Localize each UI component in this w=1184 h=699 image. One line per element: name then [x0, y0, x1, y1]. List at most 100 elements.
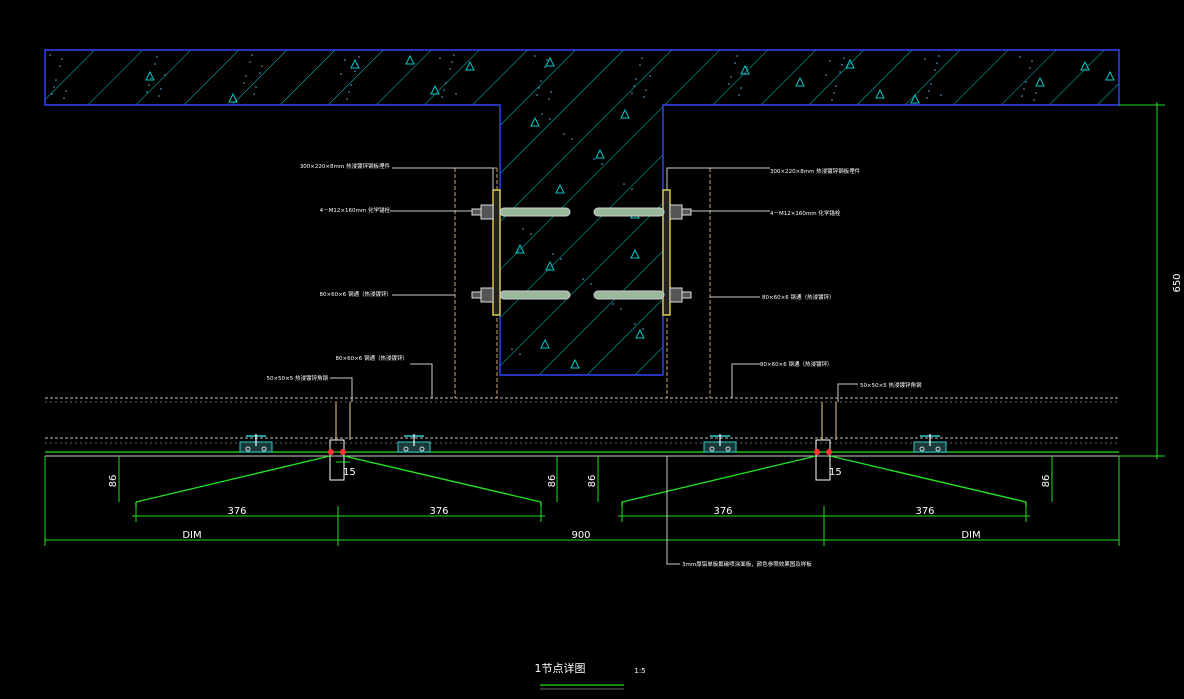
aggregate-dot	[541, 113, 543, 115]
dim-900: 900	[571, 530, 590, 541]
aggregate-dot	[536, 94, 538, 96]
dim-86-1: 86	[108, 475, 119, 488]
label-right-angle: 50×50×5 热浸镀锌角钢	[860, 381, 922, 389]
aggregate-dot	[560, 258, 562, 260]
dim-650: 650	[1172, 273, 1183, 292]
dim-376-1: 376	[227, 506, 246, 517]
aggregate-dot	[930, 83, 932, 85]
aggregate-dot	[730, 76, 732, 78]
aggregate-dot	[634, 323, 636, 325]
aggregate-dot	[49, 54, 51, 56]
aggregate-dot	[645, 89, 647, 91]
dim-right: DIM	[961, 530, 980, 541]
aggregate-dot	[249, 61, 251, 63]
aggregate-triangle	[570, 358, 580, 369]
aggregate-dot	[612, 303, 614, 305]
aggregate-dot	[635, 78, 637, 80]
aggregate-dot	[571, 138, 573, 140]
leader-lines	[330, 167, 858, 565]
aggregate-dot	[350, 84, 352, 86]
aggregate-dot	[158, 95, 160, 97]
aggregate-dot	[354, 70, 356, 72]
aggregate-dot	[445, 82, 447, 84]
aggregate-dot	[519, 353, 521, 355]
concrete-slab	[44, 49, 1120, 376]
aggregate-triangle	[845, 58, 855, 69]
aggregate-dot	[746, 66, 748, 68]
aggregate-dot	[544, 66, 546, 68]
aggregate-dot	[61, 58, 63, 60]
aggregate-dot	[156, 56, 158, 58]
aggregate-triangle	[530, 116, 540, 127]
aggregate-dot	[546, 59, 548, 61]
anchor-bolts	[471, 204, 692, 303]
aggregate-dot	[522, 228, 524, 230]
aggregate-dot	[356, 63, 358, 65]
aggregate-dot	[243, 82, 245, 84]
aggregate-dot	[441, 96, 443, 98]
aggregate-dot	[631, 92, 633, 94]
aggregate-dot	[154, 63, 156, 65]
horizontal-frame	[45, 397, 1119, 444]
aggregate-triangle	[405, 54, 415, 65]
dim-86-2: 86	[547, 475, 558, 488]
label-bottom-note: 3mm厚铝单板氟碳喷涂面板，颜色参照效果图及样板	[682, 560, 812, 568]
aggregate-triangle	[540, 338, 550, 349]
aggregate-dot	[348, 91, 350, 93]
aggregate-triangle	[875, 88, 885, 99]
aggregate-dot	[451, 61, 453, 63]
aggregate-dot	[1025, 81, 1027, 83]
aggregate-triangle	[795, 76, 805, 87]
aggregate-dot	[530, 233, 532, 235]
aggregate-dot	[835, 85, 837, 87]
aggregate-dot	[639, 64, 641, 66]
aggregate-dot	[938, 55, 940, 57]
aggregate-dot	[1033, 99, 1035, 101]
angle-steel	[335, 402, 837, 440]
aggregate-dot	[1029, 67, 1031, 69]
aggregate-dot	[538, 87, 540, 89]
panel-joints	[328, 439, 832, 481]
aggregate-dot	[738, 94, 740, 96]
aggregate-dot	[59, 65, 61, 67]
label-top-left-plate: 300×220×8mm 热浸镀锌钢板埋件	[300, 162, 391, 170]
aggregate-dot	[631, 188, 633, 190]
aggregate-triangle	[228, 92, 238, 103]
aggregate-dot	[344, 59, 346, 61]
dim-86-4: 86	[1041, 475, 1052, 488]
aggregate-dot	[623, 183, 625, 185]
aggregate-dot	[453, 54, 455, 56]
aggregate-triangle	[465, 60, 475, 71]
aggregate-dot	[255, 86, 257, 88]
aggregate-dot	[65, 90, 67, 92]
aggregate-dot	[839, 71, 841, 73]
label-right-bolt: 4－M12×160mm 化学锚栓	[770, 209, 841, 217]
aggregate-dots	[49, 54, 1037, 355]
aggregate-dot	[924, 58, 926, 60]
aggregate-triangle	[620, 108, 630, 119]
aggregate-dot	[146, 91, 148, 93]
label-left-bolt: 4－M12×160mm 化学锚栓	[320, 206, 391, 214]
aggregate-dot	[736, 55, 738, 57]
dim-376-3: 376	[713, 506, 732, 517]
aggregate-dot	[744, 73, 746, 75]
aggregate-dot	[833, 92, 835, 94]
aggregate-dot	[540, 80, 542, 82]
stiffener-ribs	[135, 455, 1027, 506]
aggregate-dot	[251, 54, 253, 56]
aggregate-dot	[150, 77, 152, 79]
panel-clip	[703, 434, 737, 453]
label-left-angle: 50×50×5 热浸镀锌角钢	[267, 374, 329, 382]
panel-clip	[913, 434, 947, 453]
aggregate-dot	[728, 83, 730, 85]
aggregate-dot	[63, 97, 65, 99]
aggregate-dot	[620, 308, 622, 310]
panel-clip	[239, 434, 273, 453]
aggregate-dot	[825, 74, 827, 76]
aggregate-dot	[511, 348, 513, 350]
aggregate-dot	[439, 57, 441, 59]
aggregate-dot	[1035, 92, 1037, 94]
aggregate-dot	[641, 57, 643, 59]
aggregate-dot	[550, 91, 552, 93]
